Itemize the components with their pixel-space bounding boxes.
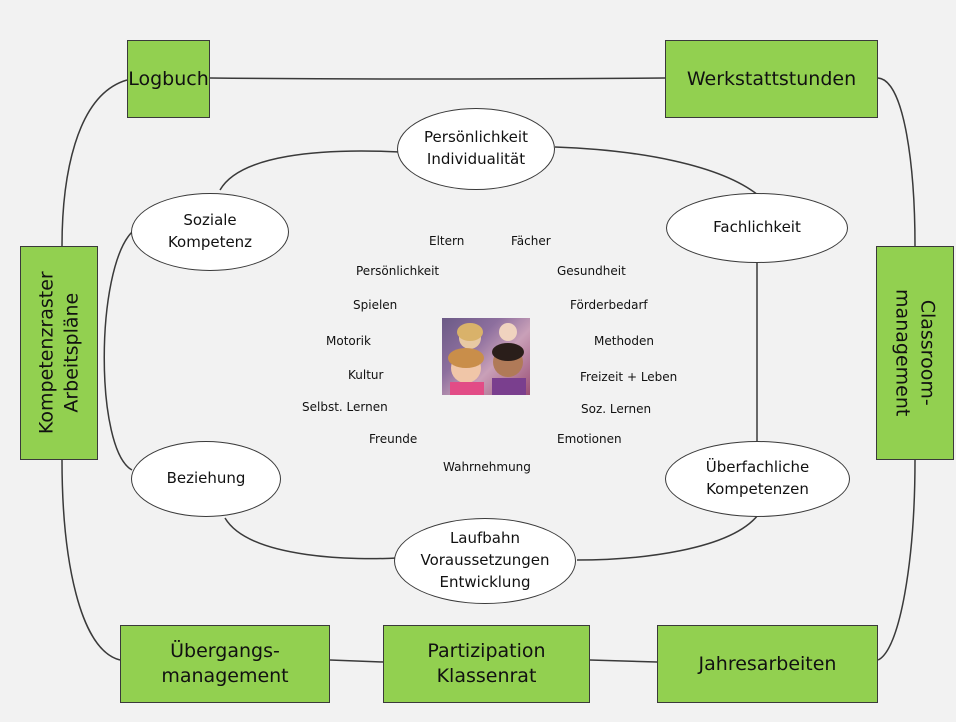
box-kompetenzraster-label: Kompetenzraster Arbeitspläne [35,271,83,435]
word-persoenlichkeit: Persönlichkeit [356,264,440,278]
ellipse-persoenlichkeit-label: Persönlichkeit Individualität [424,128,528,168]
word-gesundheit: Gesundheit [557,264,626,278]
box-logbuch: Logbuch [127,40,210,118]
word-methoden: Methoden [594,334,654,348]
ellipse-beziehung-label: Beziehung [166,469,246,488]
box-uebergang-label: Übergangs- management [161,640,289,687]
box-partizipation-label: Partizipation Klassenrat [427,640,546,687]
word-spielen: Spielen [353,298,398,312]
connector-logbuch-kompetenzraster [61,79,128,247]
word-emotionen: Emotionen [557,432,622,446]
ellipse-soziale-kompetenz: Soziale Kompetenz [131,193,289,271]
ellipse-ueberfachlich-label: Überfachliche Kompetenzen [705,458,810,498]
ellipse-ueberfachliche-kompetenzen: Überfachliche Kompetenzen [665,441,850,517]
word-motorik: Motorik [326,334,371,348]
ellipse-beziehung: Beziehung [131,441,281,517]
ellipse-fachlichkeit: Fachlichkeit [666,193,848,263]
connector-persoenlichkeit-fachlichkeit [554,146,759,196]
connector-beziehung-laufbahn [224,517,398,560]
ellipse-soziale-label: Soziale Kompetenz [167,211,253,251]
word-freizeit: Freizeit + Leben [580,370,678,384]
word-kultur: Kultur [348,368,384,382]
box-werkstattstunden: Werkstattstunden [665,40,878,118]
box-logbuch-label: Logbuch [128,67,209,90]
word-freunde: Freunde [369,432,418,446]
connector-partizipation-jahresarbeiten [589,659,658,663]
connector-werkstatt-classroom [877,77,916,247]
box-kompetenzraster: Kompetenzraster Arbeitspläne [20,246,98,460]
connector-classroom-jahresarbeiten [877,459,916,661]
word-foerderbedarf: Förderbedarf [570,298,648,312]
box-uebergangsmanagement: Übergangs- management [120,625,330,703]
children-photo-image [448,323,526,395]
word-selbst-lernen: Selbst. Lernen [302,400,388,414]
word-faecher: Fächer [511,234,551,248]
box-partizipation: Partizipation Klassenrat [383,625,590,703]
box-werkstattstunden-label: Werkstattstunden [686,67,857,90]
word-eltern: Eltern [429,234,465,248]
box-classroom-management: Classroom- management [876,246,954,460]
ellipse-persoenlichkeit: Persönlichkeit Individualität [397,108,555,190]
box-jahresarbeiten: Jahresarbeiten [657,625,878,703]
ellipse-laufbahn: Laufbahn Voraussetzungen Entwicklung [394,518,576,604]
children-photo [442,318,530,395]
word-soz-lernen: Soz. Lernen [581,402,652,416]
box-classroom-label: Classroom- management [892,289,939,417]
connector-logbuch-werkstatt [209,77,666,80]
connector-kompetenzraster-uebergang [61,459,121,661]
connector-laufbahn-ueberfachlich [576,514,759,561]
connector-uebergang-partizipation [329,659,384,663]
ellipse-laufbahn-label: Laufbahn Voraussetzungen Entwicklung [420,529,550,591]
connector-persoenlichkeit-soziale [219,150,401,191]
ellipse-fachlichkeit-label: Fachlichkeit [713,218,801,237]
word-wahrnehmung: Wahrnehmung [443,460,531,474]
connector-soziale-beziehung [103,231,133,471]
box-jahresarbeiten-label: Jahresarbeiten [698,652,837,675]
